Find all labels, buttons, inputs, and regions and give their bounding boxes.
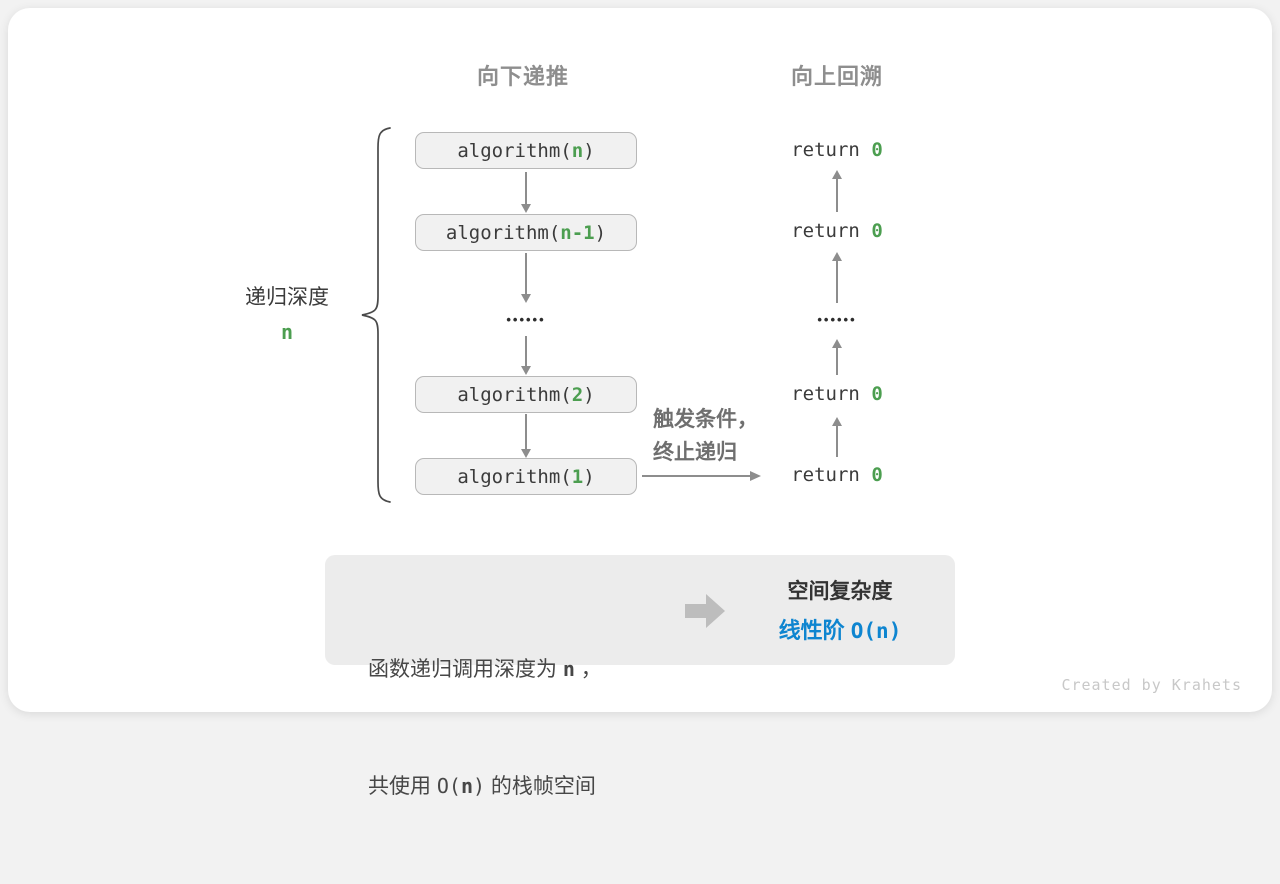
return-value: 0	[871, 464, 883, 486]
call-arg: n-1	[560, 221, 595, 244]
return-code: return	[791, 220, 872, 242]
call-code: algorithm(	[457, 465, 572, 488]
depth-brace	[361, 127, 391, 503]
summary-var-n: n	[460, 774, 473, 798]
return-row: return 0	[737, 139, 937, 161]
return-code: return	[791, 383, 872, 405]
return-value: 0	[871, 139, 883, 161]
call-arg: 1	[571, 465, 584, 488]
summary-text: ，	[574, 658, 602, 681]
return-code: return	[791, 464, 872, 486]
summary-desc-line1: 函数递归调用深度为 n ，	[368, 650, 602, 689]
summary-box: 函数递归调用深度为 n ， 共使用 O(n) 的栈帧空间 空间复杂度 线性阶 O…	[325, 555, 955, 798]
call-code: )	[583, 139, 595, 162]
summary-result-bigO: )	[888, 619, 902, 643]
call-code: )	[583, 465, 595, 488]
summary-text: 函数递归调用深度为	[368, 658, 563, 681]
arrow-down-icon	[521, 336, 531, 375]
call-box-1: algorithm(1)	[415, 458, 637, 495]
base-case-note-line2: 终止递归	[653, 441, 737, 464]
call-arg: 2	[571, 383, 584, 406]
arrow-down-icon	[521, 414, 531, 458]
summary-bigO: O(	[436, 774, 461, 798]
summary-conclusion: 空间复杂度 线性阶 O(n)	[695, 572, 985, 651]
call-arg: n	[571, 139, 584, 162]
return-value: 0	[871, 220, 883, 242]
call-code: algorithm(	[457, 139, 572, 162]
recursion-depth-figure: 向下递推 向上回溯 递归深度 n algorithm(n) algorithm(…	[8, 8, 1272, 798]
summary-title: 空间复杂度	[787, 580, 893, 603]
summary-result: 线性阶 O(n)	[695, 611, 985, 651]
summary-text: 共使用	[368, 775, 437, 798]
call-code: )	[594, 221, 607, 244]
return-value: 0	[871, 383, 883, 405]
block-arrow-right-icon	[685, 594, 725, 628]
header-downward-recursion: 向下递推	[476, 64, 569, 89]
return-row: return 0	[737, 220, 937, 242]
base-case-note-line1: 触发条件，	[653, 408, 758, 431]
depth-label-text: 递归深度	[245, 286, 329, 309]
summary-description: 函数递归调用深度为 n ， 共使用 O(n) 的栈帧空间	[368, 572, 602, 884]
depth-label: 递归深度 n	[216, 281, 358, 344]
summary-result-label: 线性阶	[778, 618, 851, 643]
summary-result-n: n	[876, 619, 889, 643]
arrow-down-icon	[521, 172, 531, 213]
summary-var-n: n	[562, 657, 575, 681]
call-code: algorithm(	[445, 221, 561, 244]
depth-label-value: n	[280, 320, 294, 344]
arrow-down-icon	[521, 253, 531, 303]
summary-desc-line2: 共使用 O(n) 的栈帧空间	[368, 767, 602, 806]
stack-ellipsis: ••••••	[506, 312, 546, 327]
returns-ellipsis: ••••••	[817, 312, 857, 327]
summary-text: 的栈帧空间	[485, 775, 596, 798]
arrow-up-icon	[832, 339, 842, 375]
call-code: )	[583, 383, 595, 406]
summary-result-bigO: O(	[850, 619, 877, 643]
base-case-note: 触发条件， 终止递归	[653, 403, 758, 469]
credit-text: Created by Krahets	[1061, 676, 1242, 694]
return-row: return 0	[737, 383, 937, 405]
call-box-n-1: algorithm(n-1)	[415, 214, 637, 251]
arrow-up-icon	[832, 417, 842, 457]
header-upward-backtrack: 向上回溯	[790, 64, 883, 89]
call-box-n: algorithm(n)	[415, 132, 637, 169]
arrow-right-icon	[642, 471, 761, 481]
call-box-2: algorithm(2)	[415, 376, 637, 413]
call-code: algorithm(	[457, 383, 572, 406]
arrow-up-icon	[832, 252, 842, 303]
summary-bigO: )	[472, 774, 486, 798]
return-row: return 0	[737, 464, 937, 486]
arrow-up-icon	[832, 170, 842, 212]
return-code: return	[791, 139, 872, 161]
